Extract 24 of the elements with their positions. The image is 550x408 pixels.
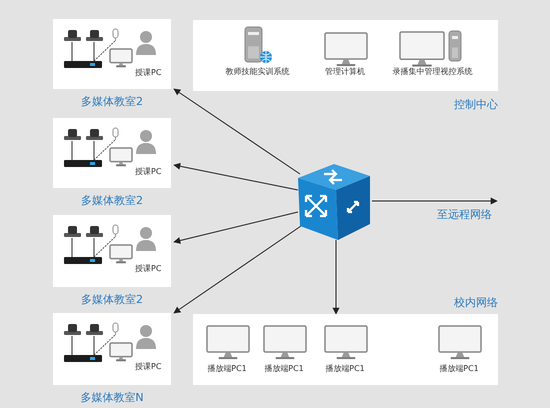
device-label: 管理计算机 — [324, 67, 366, 77]
edge-label: 至远程网络 — [437, 207, 492, 222]
device-label: 授课PC — [135, 67, 162, 78]
device-label: 授课PC — [135, 166, 162, 177]
arrow — [173, 226, 302, 314]
device-label: 教师技能实训系统 — [224, 67, 290, 77]
classroom-title: 多媒体教室2 — [80, 292, 144, 307]
group-title: 校内网络 — [454, 295, 498, 310]
arrow — [332, 240, 340, 315]
device-label: 播放端PC1 — [263, 364, 305, 374]
device-label: 授课PC — [135, 361, 162, 372]
device-label: 播放端PC1 — [206, 364, 248, 374]
device-label: 授课PC — [135, 263, 162, 274]
classroom-title: 多媒体教室2 — [80, 193, 144, 208]
device-label: 播放端PC1 — [438, 364, 480, 374]
arrow — [173, 88, 300, 174]
classroom-title: 多媒体教室N — [79, 390, 145, 405]
device-label: 录播集中管理视控系统 — [392, 67, 474, 77]
arrow — [372, 198, 498, 204]
device-label: 播放端PC1 — [324, 364, 366, 374]
classroom-title: 多媒体教室2 — [80, 94, 144, 109]
arrow — [173, 162, 298, 190]
arrow — [173, 212, 298, 244]
group-title: 控制中心 — [454, 97, 498, 112]
